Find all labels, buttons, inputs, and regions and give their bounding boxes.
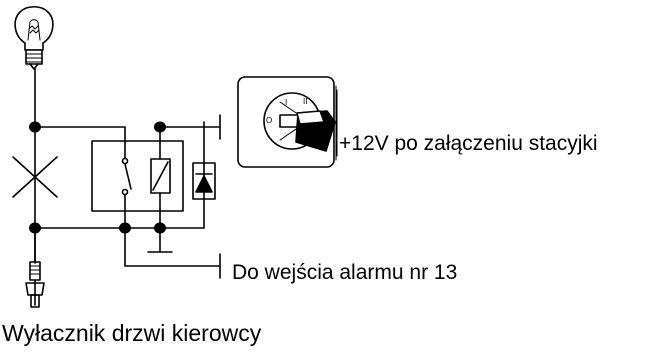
alarm-input-label: Do wejścia alarmu nr 13 <box>232 261 458 284</box>
relay-contact <box>121 141 132 229</box>
ignition-switch-icon <box>237 76 338 168</box>
crossing-mark <box>12 156 58 198</box>
door-pin-switch-icon <box>25 227 45 308</box>
ignition-label: +12V po załączeniu stacyjki <box>339 132 598 155</box>
svg-text:O: O <box>266 116 272 125</box>
top-wire <box>34 114 221 166</box>
junction-dots <box>29 121 166 234</box>
relay-coil <box>150 126 171 229</box>
svg-text:I: I <box>285 98 287 107</box>
svg-text:II: II <box>303 97 307 106</box>
relay-box <box>91 140 184 212</box>
door-switch-label: Wyłacznik drzwi kierowcy <box>2 320 262 346</box>
light-bulb-icon <box>14 5 54 70</box>
diode-icon <box>159 162 216 229</box>
alarm-wire <box>124 227 221 279</box>
